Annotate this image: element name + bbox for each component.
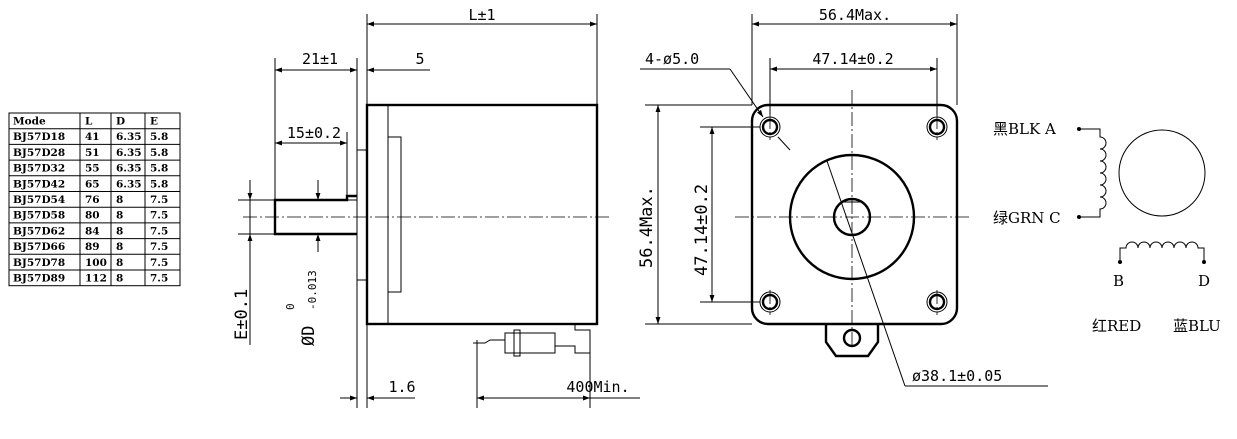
dim-length: L±1: [468, 6, 495, 24]
dim-pilot: ø38.1±0.05: [912, 367, 1002, 385]
flange-pilot: [356, 149, 368, 281]
table-cell: 7.5: [150, 257, 168, 269]
table-cell: BJ57D28: [13, 147, 65, 159]
table-cell: 8: [116, 273, 123, 285]
wire-red-label: 红RED: [1092, 317, 1141, 335]
table-cell: BJ57D32: [13, 163, 65, 175]
dim-flange-step: 5: [415, 50, 424, 68]
table-cell: 76: [85, 194, 100, 206]
rotor-circle: [1118, 129, 1206, 217]
wire-a-label: 黑BLK A: [993, 120, 1056, 138]
dim-front-height: 56.4Max.: [637, 186, 657, 268]
table-cell: 55: [85, 163, 100, 175]
table-cell: 7.5: [150, 273, 168, 285]
dim-shaft-diameter: ØD: [299, 326, 319, 346]
wire-d-label: D: [1198, 272, 1210, 290]
table-header-cell: E: [150, 116, 158, 128]
dim-flat-height: E±0.1: [232, 289, 252, 340]
table-cell: 7.5: [150, 225, 168, 237]
table-cell: BJ57D89: [13, 273, 65, 285]
dim-face-thickness: 1.6: [388, 378, 415, 396]
coil-ac: [1080, 128, 1107, 218]
table-cell: BJ57D42: [13, 178, 65, 190]
table-cell: 8: [116, 194, 123, 206]
table-cell: 6.35: [116, 178, 142, 190]
dim-front-width: 56.4Max.: [819, 6, 891, 24]
table-cell: BJ57D58: [13, 210, 65, 222]
table-cell: 7.5: [150, 210, 168, 222]
table-cell: 89: [85, 241, 100, 253]
side-view: L±1 21±1 5 15±0.2 E±0.1 ØD 0 -0.013 1.: [232, 6, 640, 408]
table-cell: 6.35: [116, 147, 142, 159]
table-cell: 80: [85, 210, 100, 222]
table-cell: 65: [85, 178, 100, 190]
wire-blu-label: 蓝BLU: [1173, 317, 1221, 335]
table-cell: BJ57D66: [13, 241, 65, 253]
table-cell: 112: [85, 273, 107, 285]
table-cell: 6.35: [116, 131, 142, 143]
table-cell: 8: [116, 241, 123, 253]
table-cell: BJ57D78: [13, 257, 65, 269]
table-cell: BJ57D62: [13, 225, 65, 237]
dim-flat-length: 15±0.2: [287, 124, 341, 142]
wire-c-label: 绿GRN C: [993, 209, 1061, 227]
table-cell: 5.8: [150, 131, 168, 143]
coil-bd: [1119, 241, 1205, 260]
dim-shaft-tol-upper: 0: [284, 303, 297, 310]
front-view: 56.4Max. 47.14±0.2 4-ø5.0 56.4Max. 47.14…: [637, 6, 1048, 387]
wire-b-label: B: [1113, 272, 1124, 290]
table-cell: 41: [85, 131, 100, 143]
dim-lead-length: 400Min.: [566, 378, 629, 396]
front-square: [750, 103, 959, 326]
table-cell: 6.35: [116, 163, 142, 175]
table-cell: BJ57D54: [13, 194, 65, 206]
table-cell: 5.8: [150, 178, 168, 190]
table-cell: 8: [116, 257, 123, 269]
table-cell: 5.8: [150, 147, 168, 159]
dim-hole-spacing-h: 47.14±0.2: [812, 50, 893, 68]
table-cell: 100: [85, 257, 107, 269]
dim-shaft-length: 21±1: [302, 50, 338, 68]
dim-shaft-tol-lower: -0.013: [306, 270, 319, 310]
shaft: [273, 194, 357, 236]
table-cell: 8: [116, 210, 123, 222]
table-header-cell: D: [116, 116, 125, 128]
table-cell: BJ57D18: [13, 131, 65, 143]
table-cell: 7.5: [150, 194, 168, 206]
table-header-cell: L: [85, 116, 93, 128]
table-cell: 8: [116, 225, 123, 237]
table-header-cell: Mode: [13, 116, 46, 128]
table-cell: 5.8: [150, 163, 168, 175]
dim-hole-spacing-v: 47.14±0.2: [692, 184, 712, 276]
dim-holes: 4-ø5.0: [645, 50, 699, 68]
table-cell: 7.5: [150, 241, 168, 253]
wiring-diagram: 黑BLK A 绿GRN C B D 红RED 蓝BLU: [993, 120, 1221, 335]
table-cell: 84: [85, 225, 100, 237]
table-cell: 51: [85, 147, 100, 159]
